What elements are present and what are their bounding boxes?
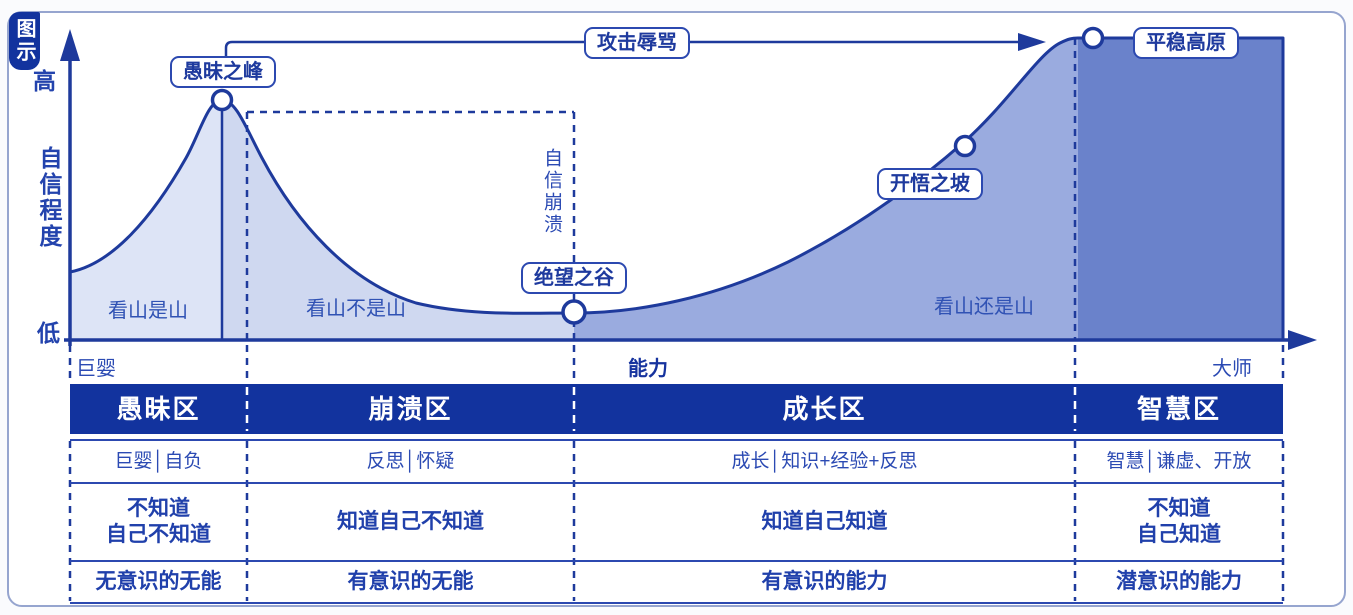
valley-marker bbox=[561, 299, 587, 325]
y-axis-arrow bbox=[60, 29, 80, 61]
zone-competence-cell-1: 无意识的无能 bbox=[95, 569, 222, 593]
zone-competence-cell-3: 有意识的能力 bbox=[761, 569, 888, 593]
valley-label-tag: 绝望之谷 bbox=[521, 262, 627, 294]
stage-text-1: 看山是山 bbox=[108, 300, 188, 322]
zone-header-cell-3: 成长区 bbox=[782, 393, 867, 424]
x-axis-right-label: 大师 bbox=[1212, 358, 1252, 380]
zone-competence-cell-4: 潜意识的能力 bbox=[1116, 569, 1242, 593]
x-axis-arrow bbox=[1288, 330, 1317, 350]
peak-marker bbox=[210, 88, 234, 112]
y-axis-low-label: 低 bbox=[37, 320, 60, 346]
zone-knowledge-cell-2: 知道自己不知道 bbox=[337, 509, 484, 533]
zone-header-cell-4: 智慧区 bbox=[1136, 393, 1221, 424]
stage-text-2: 看山不是山 bbox=[306, 298, 406, 320]
stage-text-3: 看山还是山 bbox=[934, 296, 1034, 318]
slope-marker bbox=[953, 134, 977, 158]
y-axis-title: 自信程度 bbox=[36, 146, 62, 250]
plateau-label-tag: 平稳高原 bbox=[1133, 27, 1239, 59]
attack-label-tag: 攻击辱骂 bbox=[584, 27, 690, 59]
y-axis-high-label: 高 bbox=[33, 68, 56, 94]
plateau-marker bbox=[1081, 26, 1105, 50]
zone-knowledge-cell-3: 知道自己知道 bbox=[761, 509, 888, 533]
confidence-curve bbox=[69, 36, 1285, 340]
attack-arrow-head bbox=[1018, 33, 1046, 51]
zone4-fill bbox=[1078, 38, 1283, 340]
slope-label-tag: 开悟之坡 bbox=[877, 168, 983, 200]
attack-arrow-line bbox=[224, 40, 1022, 56]
zone-knowledge-cell-1: 不知道 自己不知道 bbox=[106, 496, 211, 546]
x-axis-center-label: 能力 bbox=[628, 358, 668, 380]
zone-traits-cell-4: 智慧│谦虚、开放 bbox=[1106, 450, 1252, 472]
zone-knowledge-cell-4: 不知道 自己知道 bbox=[1137, 496, 1221, 546]
zone-traits-cell-2: 反思│怀疑 bbox=[366, 450, 455, 472]
zone-header-cell-2: 崩溃区 bbox=[368, 393, 453, 424]
zone-traits-cell-1: 巨婴│自负 bbox=[114, 450, 203, 472]
x-axis-left-label: 巨婴 bbox=[76, 358, 116, 380]
peak-label-tag: 愚昧之峰 bbox=[170, 56, 276, 88]
zone-header-band bbox=[70, 384, 1283, 434]
zone3-fill bbox=[574, 38, 1078, 340]
zone-traits-cell-3: 成长│知识+经验+反思 bbox=[731, 450, 918, 472]
zone2-fill bbox=[222, 100, 574, 340]
zone-header-cell-1: 愚昧区 bbox=[116, 393, 201, 424]
zone-competence-cell-2: 有意识的无能 bbox=[347, 569, 474, 593]
legend-badge: 图示 bbox=[9, 12, 40, 70]
confidence-collapse-note: 自信崩溃 bbox=[541, 148, 562, 236]
